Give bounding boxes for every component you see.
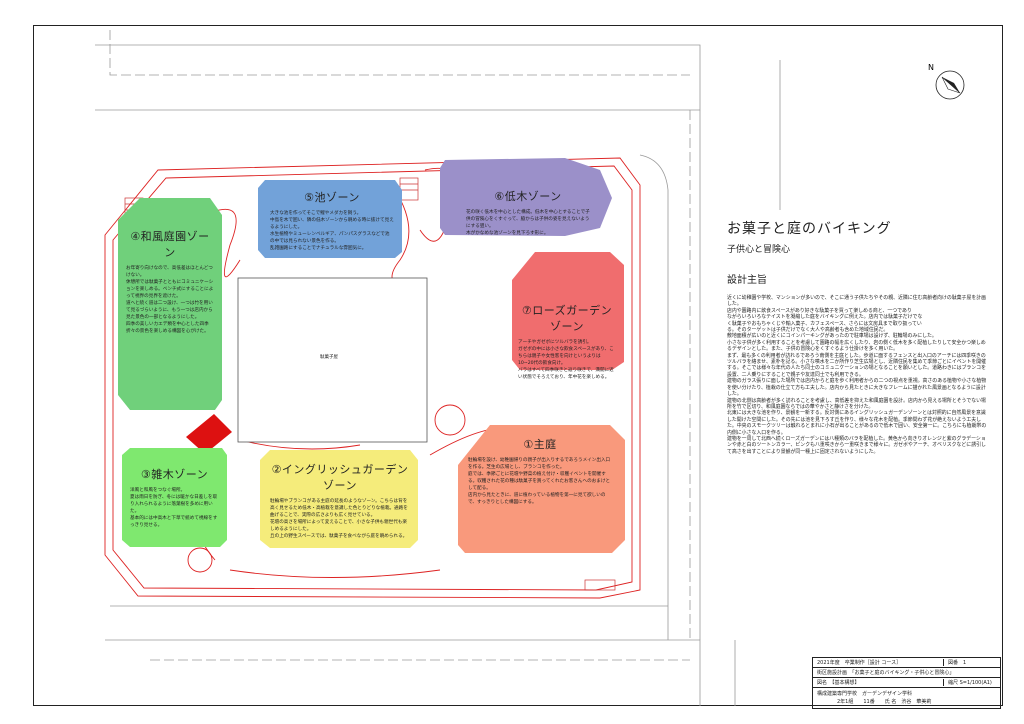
building-footprint [237,277,428,443]
zone-description: 駐輪場やブランコがある主庭の延長のようなゾーン。こちらは背を高く見せるため低木・… [270,499,408,539]
compass-icon [935,70,965,100]
zone-1-main-garden: ①主庭 駐輪場を設け、幼稚園帰りの親子が出入りするであろうメイン出入口を作る。芝… [460,428,620,548]
zone-description: アーチやガゼボにツルバラを誘引。 ガゼボの中には小さな飲食スペースがあり、こちら… [518,340,614,380]
title-block: 2021年度 卒業制作［設計 コース］ 図番 1 街区施設計画 「お菓子と庭のバイ… [812,657,1001,709]
compass-label: N [928,63,934,72]
concept-text: 近くに幼稚園や学校、マンションが多いので、そこに通う子供たちやその親、近隣に住む… [727,295,987,455]
zone-shape-6 [440,158,612,236]
zone-7-rose-garden: ⑦ローズガーデンゾーン アーチやガゼボにツルバラを誘引。 ガゼボの中には小さな飲… [510,296,624,380]
drawing-frame [33,25,1003,706]
zone-description: お年寄り向けなので、高低差はほとんどつけない。 休憩所では駄菓子とともにコミュニ… [126,266,214,334]
project-subtitle: 子供心と冒険心 [727,245,791,255]
road-lines [95,30,781,706]
zone-2-english-garden: ②イングリッシュガーデンゾーン 駐輪場やブランコがある主庭の延長のようなゾーン。… [262,455,418,547]
red-structure [186,414,232,454]
zone-title: ③雑木ゾーン [140,468,209,481]
zone-title: ②イングリッシュガーデンゾーン [271,463,409,492]
sheet-number: 図番 1 [948,660,967,666]
building-label: 駄菓子屋 [320,355,338,360]
zone-shape-2 [260,450,418,548]
drawing-name: 図名 【基本構想】 [813,679,944,686]
concept-heading: 設計主旨 [727,275,767,286]
year-course: 2021年度 卒業制作［設計 コース］ [813,659,944,666]
zone-description: 花の咲く低木を中心とした構成。低木を中心とすることで子供の冒険心をくすぐって、脇… [466,210,590,236]
zone-title: ④和風庭園ゾーン [130,230,210,259]
zone-description: 駐輪場を設け、幼稚園帰りの親子が出入りするであろうメイン出入口を作る。芝生の広場… [468,458,611,505]
zone-title: ①主庭 [523,438,557,451]
scale: 縮尺 S=1/100(A1) [948,680,992,686]
zone-title: ⑦ローズガーデンゾーン [521,304,613,333]
zone-shape-7 [512,252,624,370]
project-name: 街区施設計画 「お菓子と庭のバイキング・子供心と冒険心」 [817,670,955,676]
zone-5-pond: ⑤池ゾーン 大きな池を作ってそこで鯉やメダカを飼う。 中島を木で囲い、隣の低木ゾ… [262,183,402,257]
zone-description: 大きな池を作ってそこで鯉やメダカを飼う。 中島を木で囲い、隣の低木ゾーンから眺め… [270,211,394,251]
school-name: 構成建築専門学校 ガーデンデザイン学科 [817,691,913,697]
zone-title: ⑤池ゾーン [304,191,360,204]
zone-shape-3 [122,448,227,547]
student-info: 2年1組 11番 氏 名 渋谷 華美莉 [837,699,932,705]
project-title: お菓子と庭のバイキング [727,221,892,237]
zone-shape-1 [458,425,625,553]
zone-description: 洋風と和風をつなぐ場所。 夏は雨日を防ぎ、冬には暖かな日差しを取り入れられるよう… [130,488,218,528]
zone-3-woodland: ③雑木ゾーン 洋風と和風をつなぐ場所。 夏は雨日を防ぎ、冬には暖かな日差しを取り… [122,460,227,546]
zone-shapes [118,158,625,553]
zone-shape-4 [118,198,222,410]
zone-6-shrub: ⑥低木ゾーン 花の咲く低木を中心とした構成。低木を中心とすることで子供の冒険心を… [458,182,598,236]
zone-shape-5 [258,180,402,258]
zone-title: ⑥低木ゾーン [494,190,562,203]
zone-4-japanese-garden: ④和風庭園ゾーン お年寄り向けなので、高低差はほとんどつけない。 休憩所では駄菓… [118,222,222,407]
